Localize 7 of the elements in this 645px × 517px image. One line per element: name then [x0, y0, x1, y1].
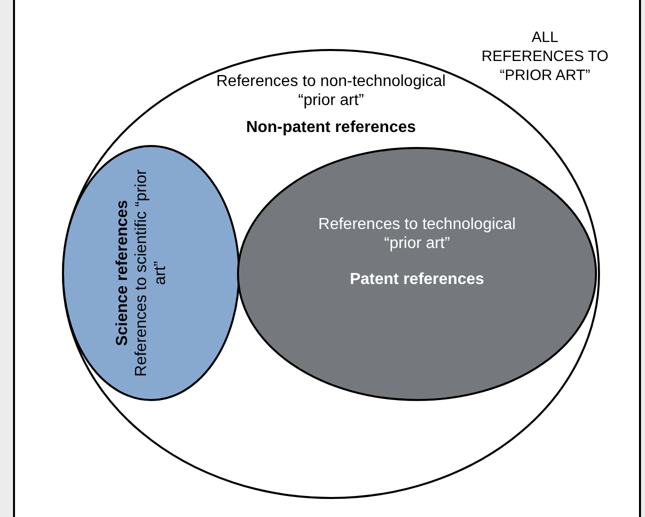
set-heading: Patent references	[348, 270, 486, 289]
set-heading: Non-patent references	[245, 118, 417, 137]
set-description: References to non-technological “prior art”	[215, 72, 447, 110]
set-description: References to scientific “prior art”	[132, 168, 170, 379]
set-description: ALL REFERENCES TO “PRIOR ART”	[480, 28, 610, 85]
set-description: References to technological “prior art”	[317, 215, 517, 253]
set-heading: Science references	[113, 199, 132, 348]
